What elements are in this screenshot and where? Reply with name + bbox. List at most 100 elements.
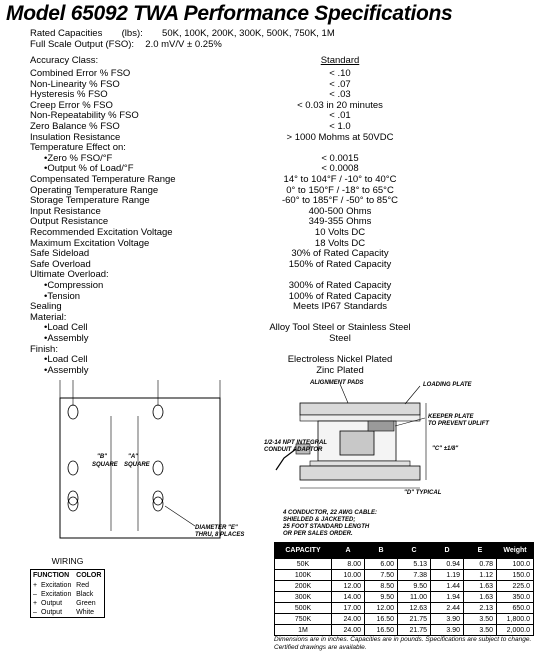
spec-value: 14° to 104°F / -10° to 40°C [283,174,397,185]
capacity-cell: 1,800.0 [496,613,534,625]
spec-label: Operating Temperature Range [30,184,159,196]
spec-label: Safe Sideload [30,248,90,260]
rated-capacities-label: Rated Capacities [30,28,103,39]
spec-row: Temperature Effect on: [30,142,530,153]
spec-label: •Load Cell [44,354,88,366]
wiring-function: Output [41,609,63,616]
footnote: Dimensions are in inches. Capacities are… [274,636,532,651]
spec-value: 400-500 Ohms [308,205,372,217]
wiring-function: Excitation [41,591,72,598]
capacity-cell: 1.94 [430,591,464,603]
capacity-cell: 11.00 [397,591,431,603]
spec-label: •Assembly [44,364,89,376]
spec-value: 18 Volts DC [314,237,366,249]
capacity-cell: 8.50 [364,580,398,592]
spec-row: •Compression 300% of Rated Capacity [30,280,530,291]
full-scale-output-line: Full Scale Output (FSO): 2.0 mV/V ± 0.25… [30,39,222,50]
capacity-cell: 21.75 [397,624,431,636]
dimension-drawing: "B" SQUARE "A" SQUARE DIAMETER "E" THRU,… [59,380,490,539]
wiring-sign: + [33,600,38,607]
spec-value: Electroless Nickel Plated [287,354,393,366]
capacity-cell: 3.90 [430,624,464,636]
wiring-title: WIRING [51,556,84,566]
capacity-cell: 7.50 [364,569,398,581]
capacity-cell: 1M [274,624,332,636]
spec-label: Output Resistance [30,216,109,228]
capacity-cell: 12.00 [331,580,365,592]
full-scale-label: Full Scale Output [30,39,103,50]
capacity-cell: 16.50 [364,613,398,625]
full-scale-unit: (FSO): [105,39,135,50]
wiring-function: Output [41,600,63,607]
capacity-cell: 200K [274,580,332,592]
rated-capacities-value: 50K, 100K, 200K, 300K, 500K, 750K, 1M [162,28,335,39]
capacity-cell: 21.75 [397,613,431,625]
capacity-cell: 6.00 [364,558,398,570]
rated-capacities-unit: (lbs): [121,28,143,39]
spec-value: Meets IP67 Standards [293,301,387,313]
spec-label: Insulation Resistance [30,131,121,143]
alignment-pads-label: ALIGNMENT PADS [309,380,364,386]
capacity-cell: 8.00 [331,558,365,570]
capacity-col-header: CAPACITY [274,542,332,559]
wiring-color: Red [76,582,89,589]
capacity-cell: 150.0 [496,569,534,581]
spec-label: •Compression [44,280,104,291]
spec-label: Creep Error % FSO [30,99,113,111]
b-square-text: SQUARE [92,462,119,468]
spec-value: 300% of Rated Capacity [288,280,392,291]
capacity-cell: 10.00 [331,569,365,581]
capacity-cell: 24.00 [331,624,365,636]
capacity-cell: 16.50 [364,624,398,636]
d-typical-label: "D" TYPICAL [404,490,442,496]
spec-value: 10 Volts DC [314,227,366,238]
capacity-cell: 1.12 [463,569,497,581]
spec-label: Zero Balance % FSO [30,121,120,132]
capacity-cell: 1.63 [463,591,497,603]
spec-value: < .10 [329,68,351,79]
spec-row: Creep Error % FSO< 0.03 in 20 minutes [30,100,530,111]
spec-value: 30% of Rated Capacity [291,248,389,260]
c-dimension-label: "C" ±1/8" [432,446,458,452]
spec-label: Finish: [30,343,58,355]
loading-plate-label: LOADING PLATE [423,382,473,388]
spec-value: Steel [329,333,351,344]
capacity-cell: 3.90 [430,613,464,625]
wiring-function-cell: –Output [31,608,75,618]
capacity-cell: 500K [274,602,332,614]
capacity-cell: 50K [274,558,332,570]
capacity-cell: 3.50 [463,613,497,625]
spec-label: Recommended Excitation Voltage [30,227,173,238]
npt-label-2: CONDUIT ADAPTOR [264,447,323,453]
accuracy-class-label: Accuracy Class: [30,55,99,66]
spec-label: •Output % of Load/°F [44,163,134,175]
wiring-color: White [76,609,95,616]
spec-value: < 0.0015 [321,152,359,164]
accuracy-class-row: Accuracy Class: Standard [30,55,530,66]
capacity-cell: 9.50 [364,591,398,603]
spec-label: Non-Linearity % FSO [30,78,120,90]
spec-row: Finish: [30,344,530,355]
npt-label-1: 1/2-14 NPT INTEGRAL [264,440,327,446]
wiring-function-cell: +Excitation [31,581,75,590]
spec-row: Combined Error % FSO< .10 [30,68,530,79]
capacity-cell: 5.13 [397,558,431,570]
full-scale-value: 2.0 mV/V ± 0.25% [145,39,222,50]
spec-label: Hysteresis % FSO [30,89,108,101]
capacity-cell: 100.0 [496,558,534,570]
spec-row: Zero Balance % FSO< 1.0 [30,121,530,132]
capacity-cell: 0.78 [463,558,497,570]
capacity-cell: 650.0 [496,602,534,614]
wiring-function: Excitation [41,582,72,589]
page-title: Model 65092 TWA Performance Specificatio… [6,2,453,25]
